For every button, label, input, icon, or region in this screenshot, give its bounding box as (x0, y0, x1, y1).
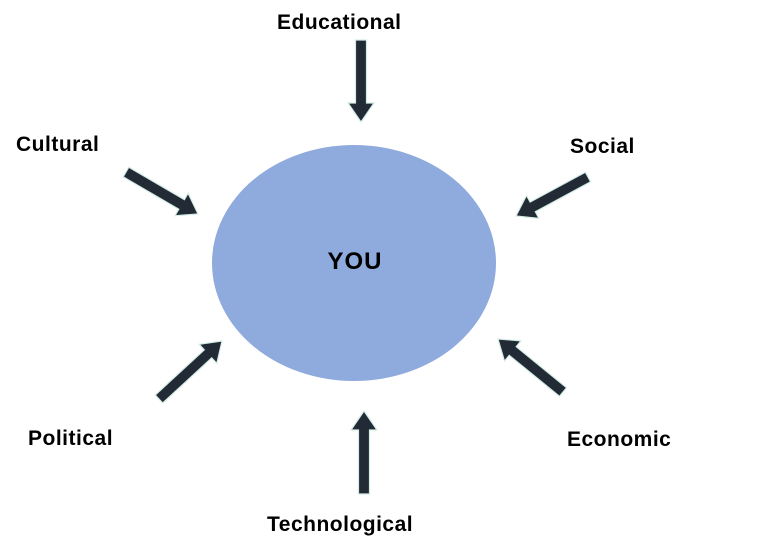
center-label: YOU (327, 248, 383, 275)
center-ellipse (212, 145, 496, 381)
arrow-educational (346, 39, 376, 124)
arrow-social (515, 171, 592, 220)
label-economic: Economic (567, 428, 672, 451)
label-technological: Technological (267, 513, 414, 536)
arrow-economic (497, 338, 568, 398)
arrow-technological (349, 409, 379, 495)
arrow-cultural (122, 166, 199, 217)
arrows-group (122, 39, 592, 495)
label-political: Political (28, 427, 114, 450)
label-educational: Educational (277, 11, 402, 34)
label-cultural: Cultural (16, 133, 100, 156)
arrow-political (154, 340, 223, 404)
label-social: Social (570, 135, 635, 158)
